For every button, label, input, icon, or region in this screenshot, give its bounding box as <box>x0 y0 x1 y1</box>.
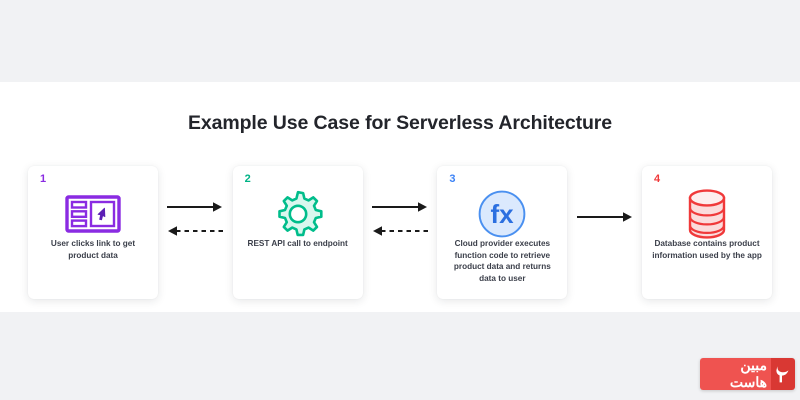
step-description-3: Cloud provider executes function code to… <box>453 239 551 283</box>
step-number-2: 2 <box>244 173 251 185</box>
step-card-3[interactable]: 3 fx Cloud provider executes function co… <box>437 166 568 299</box>
browser-window-cursor-icon <box>28 188 158 240</box>
fx-label: fx <box>491 199 515 229</box>
step-description-1: User clicks link to get product data <box>50 239 136 260</box>
connector-2 <box>363 166 438 299</box>
bird-logo-icon <box>771 358 795 390</box>
bottom-background-band <box>0 312 800 400</box>
step-card-1[interactable]: 1 User clicks link to get product data <box>28 166 158 299</box>
backward-arrow-2 <box>371 224 429 240</box>
step-description-2: REST API call to endpoint <box>247 239 348 248</box>
watermark-text: مبین هاست <box>700 358 771 390</box>
connector-1 <box>158 166 233 299</box>
forward-arrow-3 <box>576 210 634 226</box>
database-cylinder-icon <box>642 188 772 240</box>
forward-arrow-2 <box>371 200 429 216</box>
serverless-flow-diagram: 1 User clicks link to get product data <box>28 166 773 301</box>
watermark-logo[interactable]: مبین هاست <box>700 358 795 390</box>
step-card-2[interactable]: 2 REST API call to endpoint <box>232 166 363 299</box>
connector-3 <box>567 166 642 299</box>
backward-arrow-1 <box>166 224 224 240</box>
step-number-4: 4 <box>654 173 661 185</box>
top-background-band <box>0 0 800 82</box>
step-description-4: Database contains product information us… <box>652 239 762 260</box>
step-number-1: 1 <box>40 173 47 185</box>
page-title: Example Use Case for Serverless Architec… <box>187 112 613 134</box>
function-fx-circle-icon: fx <box>437 188 567 240</box>
step-card-4[interactable]: 4 Database contains product information … <box>642 166 773 299</box>
forward-arrow-1 <box>166 200 224 216</box>
gear-icon <box>233 188 363 240</box>
step-number-3: 3 <box>449 173 456 185</box>
